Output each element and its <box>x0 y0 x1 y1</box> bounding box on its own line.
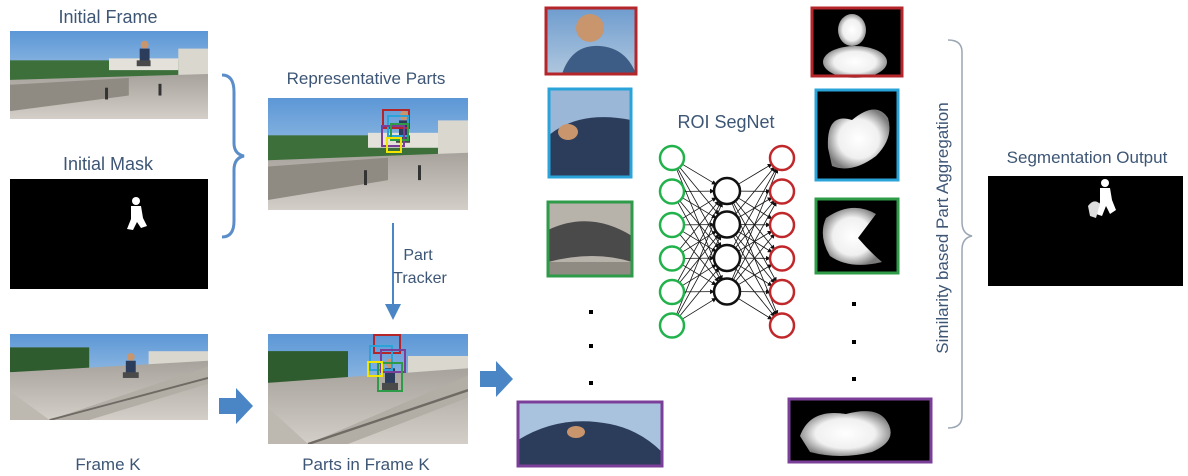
merge-brace <box>221 73 245 239</box>
output-node <box>768 211 796 239</box>
initial-frame-image <box>10 31 208 119</box>
output-node <box>768 144 796 172</box>
hidden-output-edge <box>734 233 775 282</box>
segmentation-crop-red <box>810 6 904 78</box>
input-hidden-edge <box>682 163 717 185</box>
part-crop-green <box>546 200 634 278</box>
parts-in-frame-k-image <box>268 334 468 444</box>
hidden-output-edge <box>737 297 773 320</box>
representative-parts-label: Representative Parts <box>287 69 446 88</box>
hidden-output-edge <box>732 201 777 281</box>
parts-in-frame-k-label: Parts in Frame K <box>302 455 430 474</box>
representative-part-boxes <box>381 109 410 153</box>
roi-segnet-label: ROI SegNet <box>677 112 774 132</box>
output-node <box>768 245 796 272</box>
input-node <box>658 211 686 239</box>
input-hidden-edge <box>682 197 717 219</box>
representative-parts-image <box>268 98 468 210</box>
initial-frame-label: Initial Frame <box>58 7 157 27</box>
input-node <box>658 178 686 205</box>
output-node <box>768 178 796 205</box>
input-node <box>658 312 686 339</box>
hidden-node <box>712 176 742 206</box>
frame-k-arrow-icon <box>219 388 253 424</box>
initial-mask-image <box>10 179 208 289</box>
part-crops-ellipsis <box>589 310 593 385</box>
hidden-node <box>712 243 742 273</box>
part-crop-red <box>544 6 638 76</box>
segmentation-output-label: Segmentation Output <box>1007 148 1168 167</box>
initial-mask-label: Initial Mask <box>63 154 154 174</box>
hidden-output-edge <box>734 166 775 215</box>
tracked-part-boxes <box>367 334 406 392</box>
output-node <box>768 278 796 306</box>
segmentation-crop-blue <box>814 88 900 182</box>
hidden-output-edge <box>737 230 773 253</box>
input-hidden-edge <box>681 297 717 320</box>
hidden-node <box>712 277 742 306</box>
aggregation-brace <box>947 39 973 429</box>
segmentation-output-image <box>988 176 1183 286</box>
output-node <box>768 312 796 339</box>
input-hidden-edge <box>682 264 717 286</box>
input-node <box>658 278 686 306</box>
input-hidden-edge <box>679 267 720 317</box>
input-hidden-edge <box>679 200 720 250</box>
hidden-output-edge <box>737 163 773 185</box>
input-node <box>658 144 686 172</box>
hidden-node <box>712 210 742 239</box>
parts-to-network-arrow-icon <box>480 361 513 397</box>
hidden-output-edge <box>737 197 773 220</box>
hidden-output-edge <box>732 167 777 247</box>
hidden-output-edge <box>737 264 773 286</box>
part-crop-blue <box>547 87 633 179</box>
segmentation-crop-green <box>814 197 900 275</box>
hidden-output-edge <box>737 264 773 287</box>
frame-k-label: Frame K <box>75 455 141 474</box>
segmentation-crops-ellipsis <box>852 302 856 381</box>
input-node <box>658 245 686 272</box>
frame-k-image <box>10 334 208 420</box>
part-crop-purple <box>516 400 664 468</box>
input-hidden-edge <box>682 230 717 252</box>
aggregation-label: Similarity based Part Aggregation <box>933 102 952 353</box>
input-hidden-edge <box>681 197 717 220</box>
input-hidden-edge <box>677 235 722 316</box>
part-tracker-label-line1: Part <box>403 247 433 264</box>
input-hidden-edge <box>677 201 722 282</box>
segmentation-crop-purple <box>787 397 933 464</box>
network-nodes <box>658 144 796 339</box>
part-tracker-label-line2: Tracker <box>393 270 447 287</box>
